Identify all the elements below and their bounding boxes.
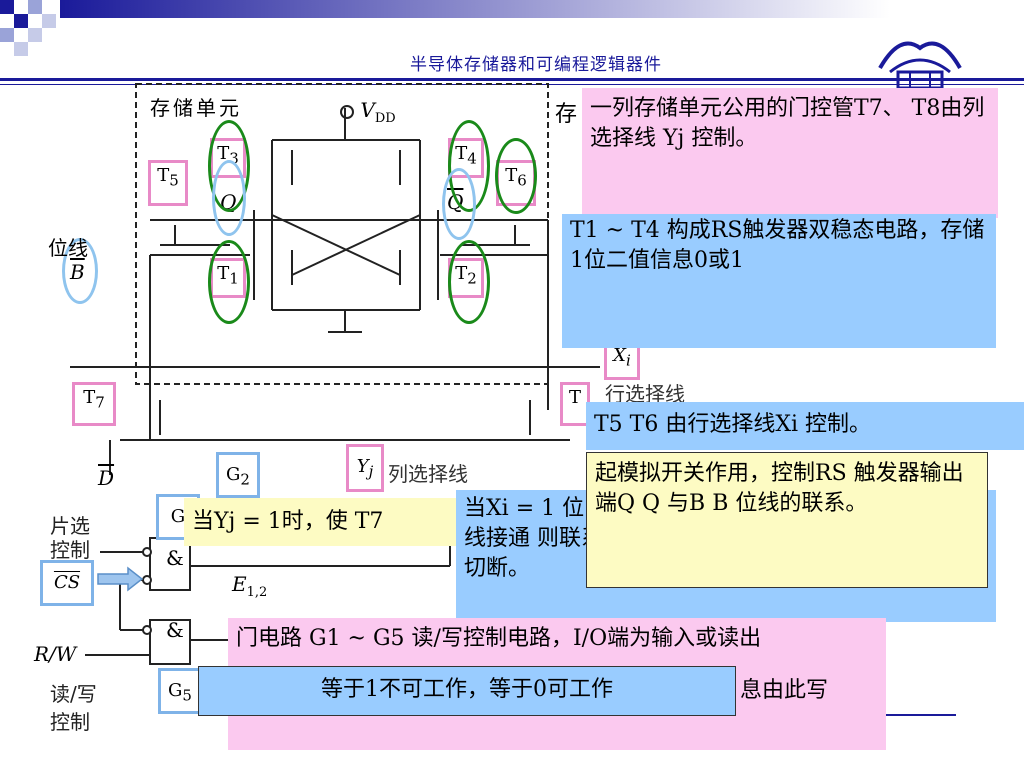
- rs-flipflop-note: T1 ~ T4 构成RS触发器双稳态电路，存储1位二值信息0或1: [562, 214, 996, 348]
- col-select-label: 列选择线: [388, 462, 468, 486]
- g5-label-box: G5: [158, 668, 202, 714]
- t1-highlight-ellipse: [208, 240, 250, 324]
- vdd-label: VDD: [340, 98, 396, 126]
- header-rule: [0, 78, 1024, 81]
- and-gate-1-symbol: &: [166, 546, 184, 570]
- rw-control-label: 读/写 控制: [50, 682, 97, 734]
- rw-label: R/W: [34, 642, 77, 666]
- header-gradient-bar: [60, 0, 890, 18]
- gates-rw-note-tail: 息由此写: [740, 678, 829, 703]
- e12-label: E1,2: [232, 572, 268, 600]
- t5-label: T5: [148, 160, 188, 206]
- circuit-diagram: VDD 存储单元: [0, 80, 1024, 768]
- bit-line-label: 位线: [48, 236, 88, 260]
- t56-row-select-note: T5 T6 由行选择线Xi 控制。: [586, 402, 1024, 450]
- yj-note: 当Yj = 1时，使 T7: [184, 498, 456, 546]
- corner-decoration: [0, 0, 80, 70]
- chip-select-meaning-note: 等于1不可工作，等于0可工作: [198, 666, 736, 716]
- q-left-ellipse: [212, 160, 246, 236]
- g2-label-box: G2: [216, 452, 260, 498]
- yj-label-box: Yj: [346, 444, 384, 492]
- t6-highlight-ellipse: [495, 138, 537, 214]
- bit-line-b-label: B: [70, 260, 85, 284]
- switch-function-note: 起模拟开关作用，控制RS 触发器输出端Q Q 与B B 位线的联系。: [586, 452, 988, 588]
- chip-select-label: 片选 控制: [50, 514, 90, 562]
- col-gate-note: 一列存储单元公用的门控管T7、 T8由列选择线 Yj 控制。: [582, 88, 998, 218]
- q-right-ellipse: [442, 168, 476, 240]
- storage-cell-label: 存储单元: [150, 96, 242, 120]
- bit-line-ellipse: [62, 238, 98, 304]
- storage-cell-truncated-label: 存: [555, 102, 578, 127]
- t2-highlight-ellipse: [448, 240, 490, 324]
- and-gate-2-symbol: &: [166, 618, 184, 642]
- bottom-rule: [886, 714, 956, 716]
- page-title: 半导体存储器和可编程逻辑器件: [410, 55, 662, 75]
- d-bar-label: D: [98, 466, 115, 490]
- cs-label-box: CS: [40, 560, 94, 606]
- t7-label: T7: [72, 382, 116, 426]
